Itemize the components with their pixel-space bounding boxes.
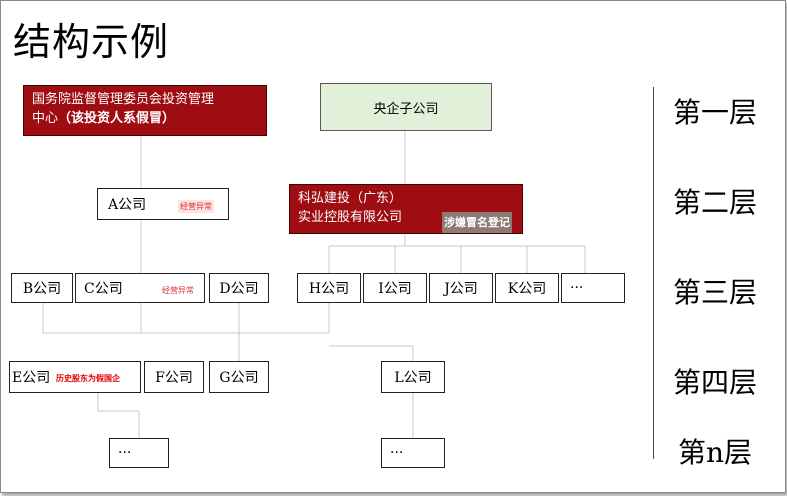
node-f: F公司	[144, 361, 204, 393]
node-i-label: I公司	[378, 281, 412, 297]
node-sasac: 国务院监督管理委员会投资管理 中心（该投资人系假冒）	[23, 85, 267, 136]
node-b-label: B公司	[22, 281, 62, 297]
node-d-label: D公司	[219, 281, 259, 297]
node-e-tag: 历史股东为假国企	[56, 374, 120, 383]
node-more-row3: ···	[561, 273, 625, 303]
node-sasac-line2-wrap: 中心（该投资人系假冒）	[32, 109, 175, 128]
node-g: G公司	[209, 361, 269, 393]
node-f-label: F公司	[155, 370, 193, 386]
layer-label-2: 第二层	[672, 186, 757, 219]
layer-label-1: 第一层	[672, 96, 757, 129]
node-d: D公司	[209, 273, 269, 303]
node-more-left-label: ···	[118, 445, 132, 461]
node-c-label: C公司	[84, 281, 123, 297]
node-central: 央企子公司	[320, 83, 492, 131]
node-kehong-line1: 科弘建投（广东）	[298, 191, 403, 206]
node-kehong: 科弘建投（广东） 实业控股有限公司 涉嫌冒名登记	[289, 184, 523, 234]
node-j: J公司	[429, 273, 493, 303]
node-sasac-note: （该投资人系假冒）	[58, 111, 176, 126]
node-h-label: H公司	[308, 281, 350, 297]
node-g-label: G公司	[219, 370, 259, 386]
layer-label-3: 第三层	[672, 276, 757, 309]
layer-label-4: 第四层	[672, 366, 757, 399]
layer-label-n: 第n层	[677, 436, 753, 469]
node-k-label: K公司	[507, 281, 547, 297]
node-e-label: E公司	[12, 370, 51, 386]
node-central-label: 央企子公司	[373, 101, 439, 117]
node-b: B公司	[11, 273, 73, 303]
node-k: K公司	[495, 273, 559, 303]
node-more-left: ···	[109, 438, 169, 468]
node-c: C公司 经营异常	[75, 273, 205, 303]
page-title: 结构示例	[13, 20, 170, 64]
layer-divider	[653, 87, 654, 459]
node-more-right-label: ···	[390, 445, 404, 461]
node-sasac-line2: 中心	[32, 111, 59, 126]
node-a-tag: 经营异常	[178, 200, 214, 213]
node-more-row3-label: ···	[570, 280, 584, 296]
node-kehong-line2: 实业控股有限公司	[298, 210, 403, 225]
node-e: E公司 历史股东为假国企	[9, 361, 141, 393]
node-l: L公司	[381, 361, 445, 393]
node-kehong-tag: 涉嫌冒名登记	[442, 212, 512, 233]
node-a: A公司 经营异常	[97, 188, 229, 220]
node-more-right: ···	[381, 438, 445, 468]
node-j-label: J公司	[444, 281, 478, 297]
node-l-label: L公司	[394, 370, 432, 386]
node-h: H公司	[297, 273, 361, 303]
node-i: I公司	[363, 273, 427, 303]
node-c-tag: 经营异常	[162, 286, 194, 295]
node-sasac-line1: 国务院监督管理委员会投资管理	[32, 92, 215, 107]
node-a-label: A公司	[108, 197, 147, 213]
